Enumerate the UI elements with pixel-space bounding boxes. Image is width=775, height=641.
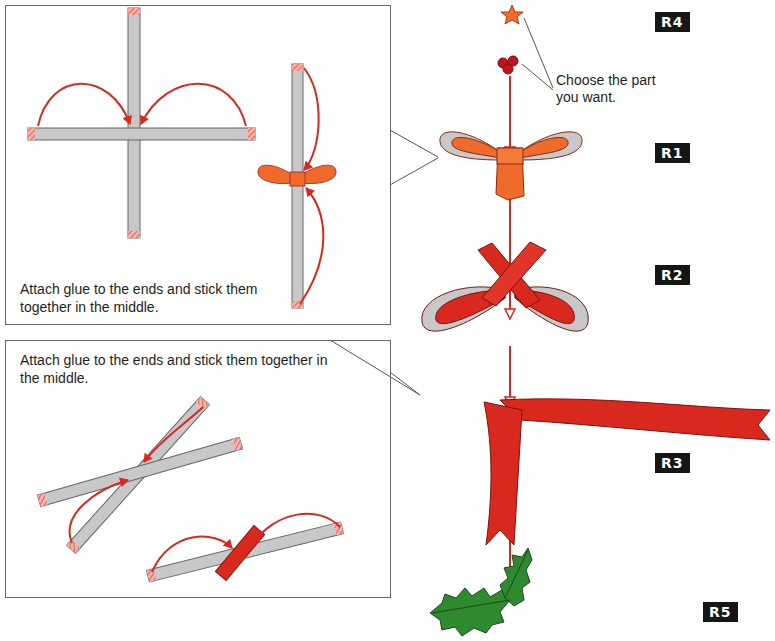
part-code: R5 <box>709 604 732 620</box>
note-label: Choose the part you want. <box>556 72 681 106</box>
strip-with-knot <box>147 514 344 582</box>
star-part <box>501 5 523 24</box>
strip-loop <box>258 64 336 308</box>
leader-line <box>330 18 553 395</box>
strip-cross <box>28 8 255 238</box>
part-code: R3 <box>661 455 684 471</box>
part-tag: R5 <box>703 602 738 622</box>
holly-leaves <box>430 548 532 636</box>
instruction-text: Attach glue to the ends and stick them t… <box>20 351 350 387</box>
instruction-panel: Attach glue to the ends and stick them t… <box>5 340 391 598</box>
small-bow <box>440 132 582 200</box>
part-code: R4 <box>661 14 684 30</box>
part-tag: R3 <box>655 453 690 473</box>
instruction-text: Attach glue to the ends and stick them t… <box>20 280 285 316</box>
ribbon-tails <box>484 399 770 545</box>
strip-x <box>37 397 242 554</box>
large-bow <box>422 242 588 331</box>
instruction-panel: Attach glue to the ends and stick them t… <box>5 5 391 325</box>
berry-part <box>498 56 518 74</box>
part-code: R2 <box>661 267 684 283</box>
part-code: R1 <box>661 145 684 161</box>
part-tag: R1 <box>655 143 690 163</box>
part-tag: R4 <box>655 12 690 32</box>
part-tag: R2 <box>655 265 690 285</box>
